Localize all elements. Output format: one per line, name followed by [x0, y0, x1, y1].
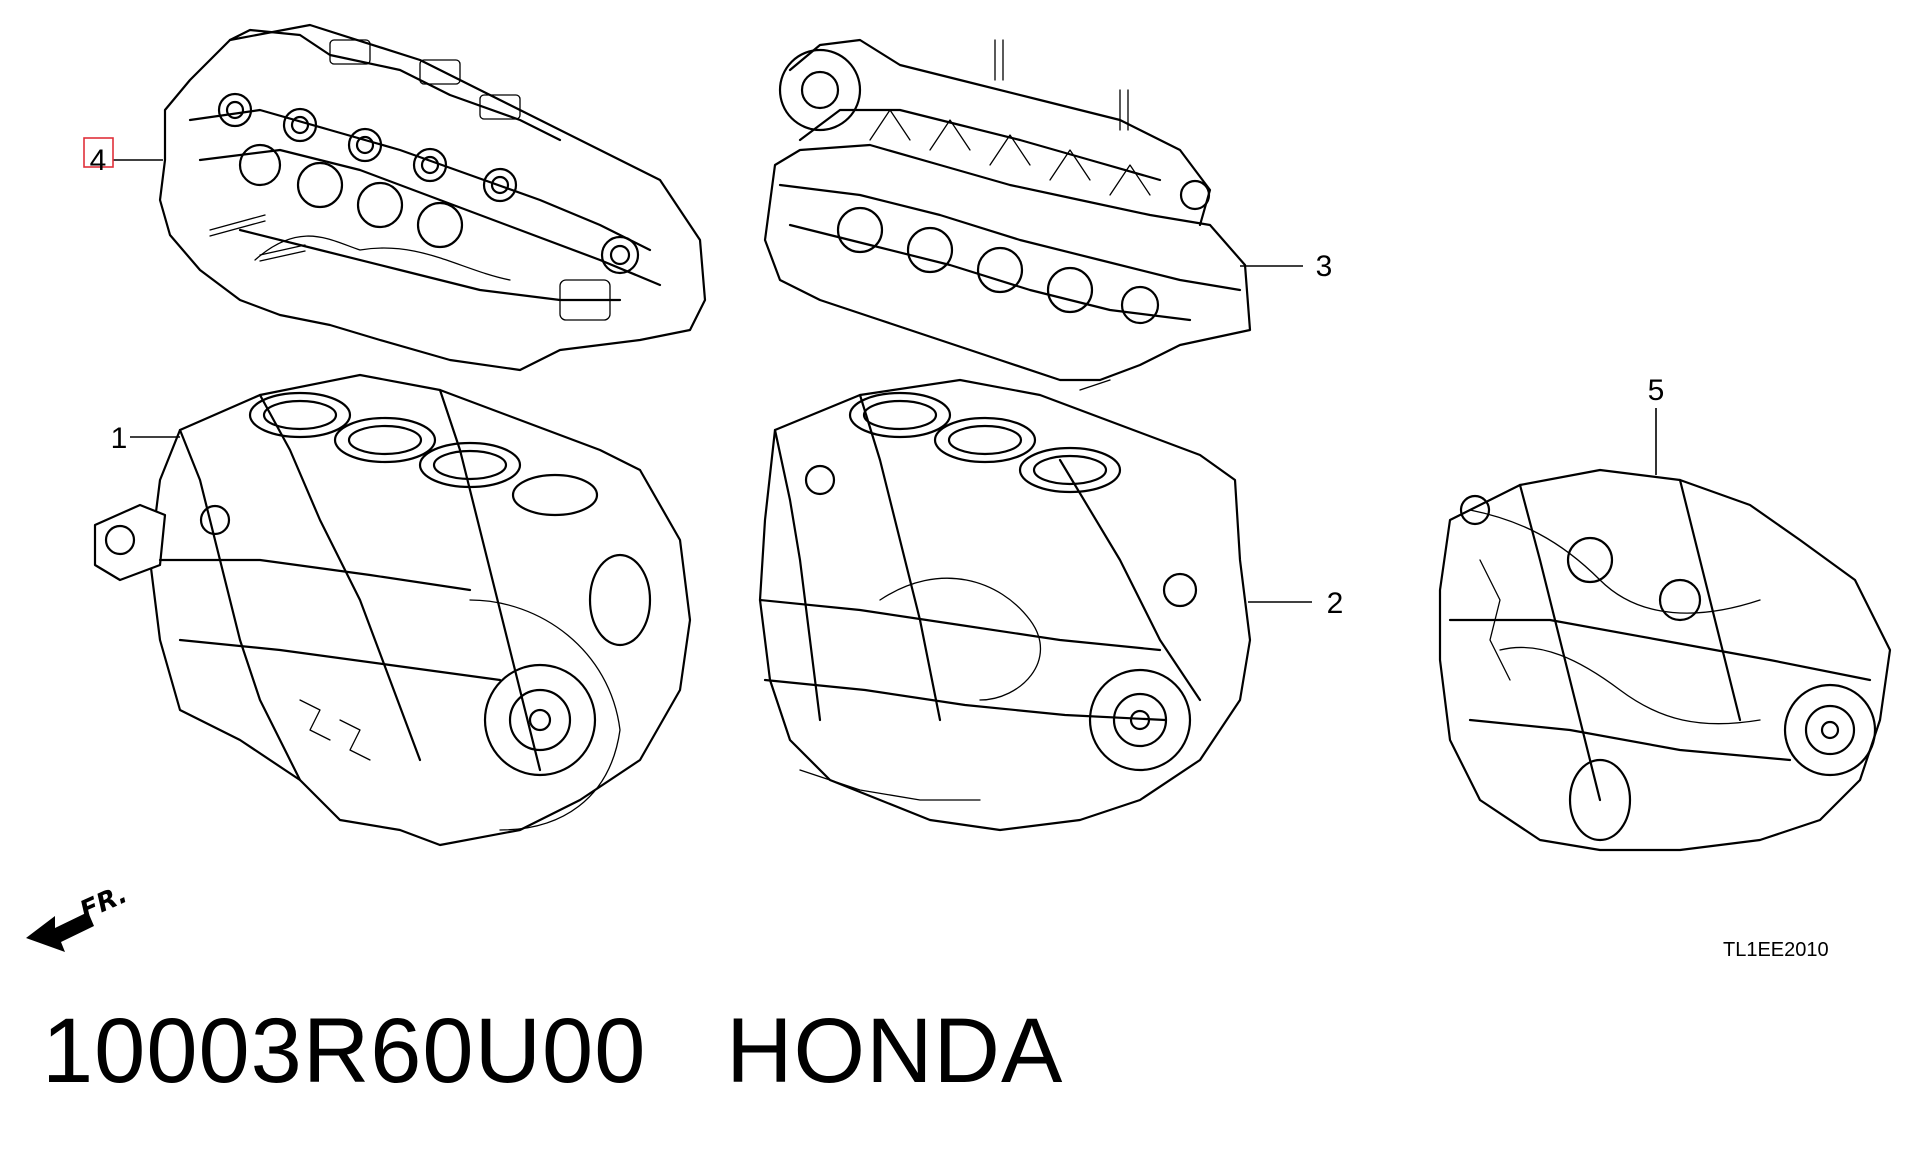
callout-5-number[interactable]: 5	[1648, 374, 1665, 407]
part-number: 10003R60U00	[42, 1000, 647, 1102]
brand-name: HONDA	[726, 1000, 1064, 1102]
callout-1-number[interactable]: 1	[111, 422, 128, 455]
cylinder-head-camshaft-illustration[interactable]	[763, 38, 1252, 391]
front-arrow-icon	[26, 912, 94, 952]
callout-4-number[interactable]: 4	[90, 144, 107, 177]
front-label: FR.	[76, 879, 132, 926]
callout-4-highlight-box	[83, 137, 114, 168]
callout-3-number[interactable]: 3	[1316, 250, 1333, 283]
diagram-reference-code: TL1EE2010	[1723, 939, 1829, 961]
block-assembly-illustration[interactable]	[758, 378, 1252, 832]
part-title: 10003R60U00 HONDA	[42, 1005, 1063, 1097]
callout-2-number[interactable]: 2	[1327, 587, 1344, 620]
cylinder-head-illustration[interactable]	[158, 23, 707, 372]
transmission-illustration[interactable]	[1438, 468, 1892, 852]
front-direction-indicator: FR.	[26, 879, 132, 952]
cylinder-block-illustration[interactable]	[93, 373, 692, 847]
